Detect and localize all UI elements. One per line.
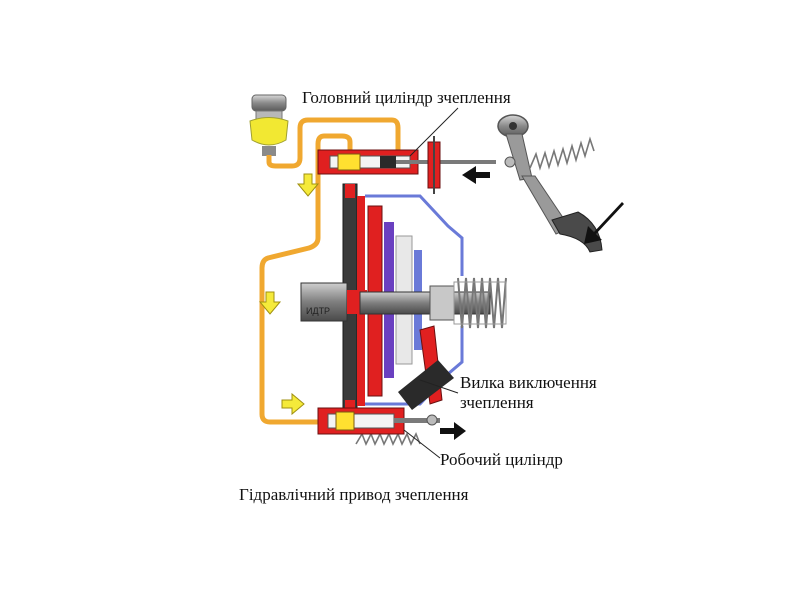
release-fork-label-line2: зчеплення <box>460 393 534 412</box>
flow-arrow-icon <box>258 173 320 416</box>
release-fork <box>398 325 454 410</box>
pedal-icon <box>497 114 603 253</box>
input-shaft <box>359 277 507 329</box>
master-cylinder-label: Головний циліндр зчеплення <box>302 88 511 107</box>
direction-arrow-icon <box>440 166 624 440</box>
master-cylinder <box>317 136 496 194</box>
release-fork-label-line1: Вилка виключення <box>460 373 597 392</box>
release-fork-label: Вилка виключення зчеплення <box>460 373 597 413</box>
housing-marking: ИДТР <box>306 306 330 316</box>
diagram-caption: Гідравлічний привод зчеплення <box>239 485 469 504</box>
slave-cylinder-label: Робочий циліндр <box>440 450 563 469</box>
hydraulic-line <box>259 117 401 425</box>
leader-line <box>403 107 459 459</box>
slave-cylinder <box>317 407 440 435</box>
reservoir-icon <box>249 94 289 156</box>
